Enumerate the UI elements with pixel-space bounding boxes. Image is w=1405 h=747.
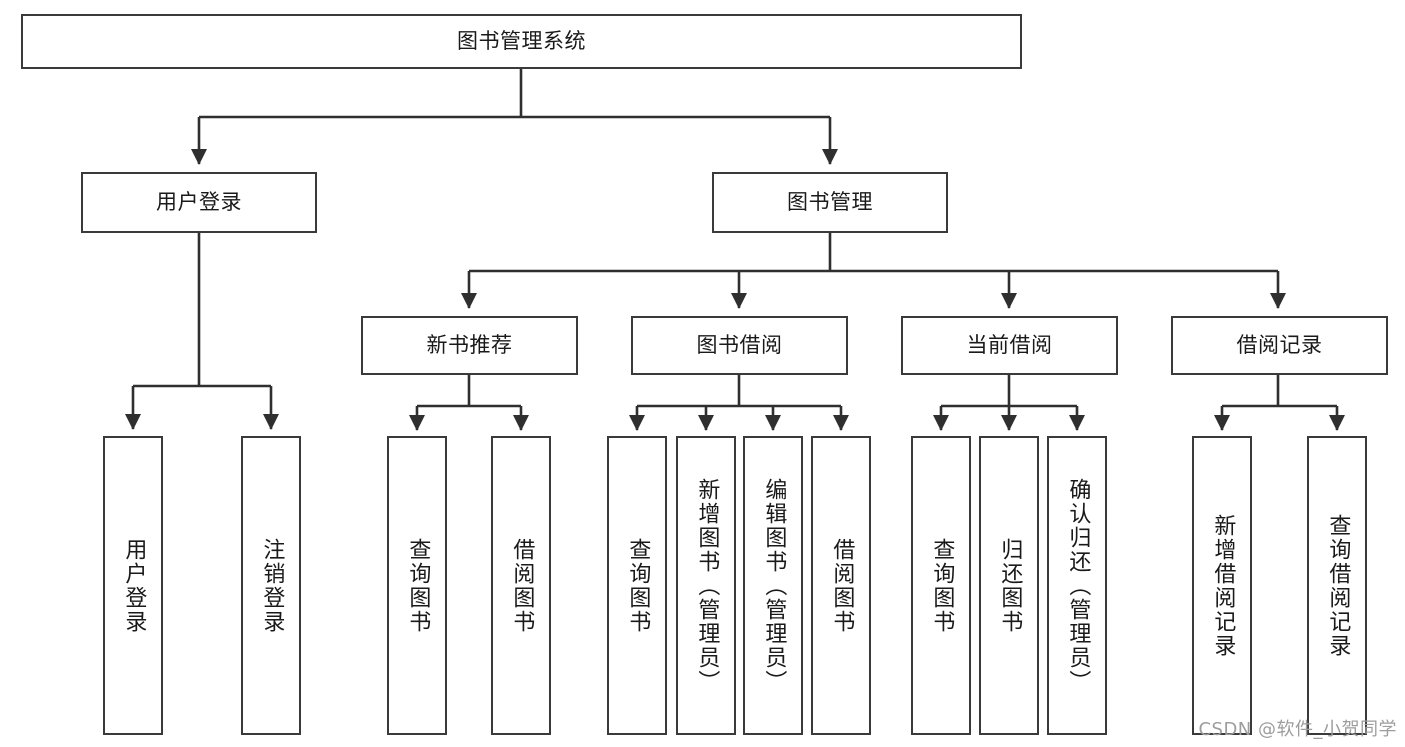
leaf-current-query-book[interactable]: 查询图书 [911,436,971,735]
leaf-new-book-borrow-label: 借阅图书 [509,537,535,634]
node-root-label: 图书管理系统 [457,28,586,53]
node-root[interactable]: 图书管理系统 [21,14,1022,69]
node-user-login[interactable]: 用户登录 [81,172,317,233]
node-borrow-records-label: 借阅记录 [1236,332,1323,357]
leaf-user-logout-label: 注销登录 [259,537,285,634]
leaf-user-login-label: 用户登录 [121,537,147,634]
leaf-borrow-borrow-book[interactable]: 借阅图书 [811,436,871,735]
node-user-login-label: 用户登录 [156,189,242,214]
node-book-borrow[interactable]: 图书借阅 [631,316,848,375]
leaf-borrow-query-book[interactable]: 查询图书 [607,436,667,735]
leaf-borrow-add-book[interactable]: 新增图书（管理员） [676,436,736,735]
leaf-current-confirm-return-label: 确认归还（管理员） [1065,477,1091,694]
leaf-current-confirm-return[interactable]: 确认归还（管理员） [1047,436,1107,735]
leaf-borrow-borrow-book-label: 借阅图书 [829,537,855,634]
node-new-book-recommend-label: 新书推荐 [426,332,513,357]
leaf-borrow-query-book-label: 查询图书 [625,537,651,634]
leaf-borrow-edit-book-label: 编辑图书（管理员） [761,477,787,694]
leaf-current-query-book-label: 查询图书 [929,537,955,634]
node-book-management[interactable]: 图书管理 [712,172,948,233]
leaf-new-book-query-label: 查询图书 [405,537,431,634]
node-new-book-recommend[interactable]: 新书推荐 [361,316,578,375]
node-book-borrow-label: 图书借阅 [696,332,783,357]
leaf-new-book-borrow[interactable]: 借阅图书 [491,436,551,735]
leaf-records-add[interactable]: 新增借阅记录 [1192,436,1252,735]
leaf-records-query[interactable]: 查询借阅记录 [1307,436,1367,735]
leaf-borrow-add-book-label: 新增图书（管理员） [694,477,720,694]
leaf-current-return-book[interactable]: 归还图书 [979,436,1039,735]
node-current-borrow[interactable]: 当前借阅 [901,316,1118,375]
leaf-records-query-label: 查询借阅记录 [1325,513,1351,658]
node-book-management-label: 图书管理 [787,189,873,214]
node-current-borrow-label: 当前借阅 [966,332,1053,357]
leaf-user-logout[interactable]: 注销登录 [241,436,301,735]
leaf-records-add-label: 新增借阅记录 [1210,513,1236,658]
leaf-current-return-book-label: 归还图书 [997,537,1023,634]
leaf-user-login[interactable]: 用户登录 [103,436,163,735]
node-borrow-records[interactable]: 借阅记录 [1171,316,1388,375]
leaf-new-book-query[interactable]: 查询图书 [387,436,447,735]
leaf-borrow-edit-book[interactable]: 编辑图书（管理员） [743,436,803,735]
